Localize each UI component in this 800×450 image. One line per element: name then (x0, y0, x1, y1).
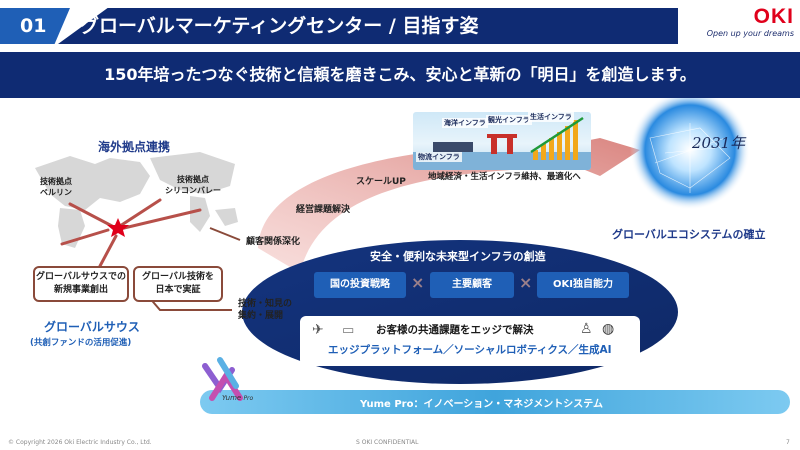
berlin-label-line1: 技術拠点 (40, 177, 72, 186)
yume-logo-sub: Pro (243, 395, 254, 402)
label-knowledge-line2: 集約・展開 (238, 311, 284, 321)
world-map (35, 152, 238, 248)
yume-logo-text: Yume Pro (222, 394, 253, 402)
globe-network (649, 123, 731, 193)
slide-title: グローバルマーケティングセンター / 目指す姿 (80, 15, 479, 37)
infra-tourism: 観光インフラ (486, 115, 532, 125)
oki-logo: OKI Open up your dreams (698, 6, 794, 44)
edge-platform-line: エッジプラットフォーム／ソーシャルロボティクス／生成AI (328, 344, 612, 356)
section-number: 01 (0, 8, 70, 44)
page-number: 7 (786, 439, 790, 446)
pill-key-customers: 主要顧客 (430, 272, 514, 298)
label-knowledge-line1: 技術・知見の (238, 299, 293, 309)
yume-logo-word: Yume (222, 394, 242, 402)
yume-logo-graphic (202, 357, 243, 401)
edge-solution-text: お客様の共通課題をエッジで解決 (376, 324, 534, 336)
connector-customer (209, 227, 241, 241)
box2-line2: 日本で実証 (155, 285, 201, 295)
global-south-subtitle: (共創ファンドの活用促進) (30, 338, 132, 348)
sv-label-line2: シリコンバレー (165, 186, 221, 195)
label-scaleup: スケールUP (356, 177, 406, 187)
infra-caption: 地域経済・生活インフラ維持、最適化へ (428, 172, 581, 182)
core-title: 安全・便利な未来型インフラの創造 (370, 250, 546, 263)
box1-line1: グローバルサウスでの (36, 272, 126, 282)
slogan-band: 150年培ったつなぐ技術と信頼を磨きこみ、安心と革新の「明日」を創造します。 (0, 52, 800, 98)
vision-diagram: 海外拠点連携 技術拠点 ベルリン 技術拠点 シリコンバレー グローバルサウスでの… (0, 98, 800, 435)
slide-header: 01 グローバルマーケティングセンター / 目指す姿 OKI Open up y… (0, 0, 800, 48)
box2-line1: グローバル技術を (142, 272, 214, 282)
yume-bar-text: Yume Pro：イノベーション・マネジメントシステム (360, 399, 603, 410)
times-symbol-1: × (411, 273, 425, 292)
target-year: 2031年 (692, 134, 746, 152)
infra-sea: 海洋インフラ (442, 118, 488, 128)
times-symbol-2: × (519, 273, 533, 292)
overseas-title: 海外拠点連携 (98, 140, 171, 154)
box1-line2: 新規事業創出 (53, 285, 108, 295)
copyright: © Copyright 2026 Oki Electric Industry C… (8, 439, 152, 446)
drone-icon: ✈ (312, 322, 324, 338)
berlin-label: 技術拠点 ベルリン (40, 176, 72, 198)
ecosystem-label: グローバルエコシステムの確立 (612, 228, 766, 241)
box-global-south-business: グローバルサウスでの 新規事業創出 (33, 266, 129, 302)
infra-life: 生活インフラ (528, 112, 574, 122)
map-arrows (60, 198, 202, 268)
confidential-mark: S OKI CONFIDENTIAL (356, 439, 419, 446)
edge-panel (300, 316, 640, 366)
robot-icon: ♙ (580, 321, 593, 337)
slide-footer: © Copyright 2026 Oki Electric Industry C… (0, 436, 800, 450)
label-customer-relationship: 顧客関係深化 (246, 237, 301, 247)
sv-label-line1: 技術拠点 (177, 175, 209, 184)
box-global-tech-japan: グローバル技術を 日本で実証 (133, 266, 223, 302)
pill-oki-capability: OKI独自能力 (537, 272, 629, 298)
edge-device-icon: ▭ (342, 323, 355, 338)
growth-arrow (258, 138, 640, 273)
yume-bar (200, 390, 790, 414)
pill-national-strategy: 国の投資戦略 (314, 272, 406, 298)
label-knowledge: 技術・知見の 集約・展開 (238, 298, 292, 322)
header-title-bar (58, 8, 678, 44)
oki-logo-tagline: Open up your dreams (706, 29, 794, 38)
label-management-issues: 経営課題解決 (296, 205, 351, 215)
infra-logistics: 物流インフラ (416, 152, 462, 162)
berlin-label-line2: ベルリン (40, 188, 72, 197)
japan-star (107, 218, 129, 237)
global-south-title: グローバルサウス (44, 320, 140, 334)
oki-logo-text: OKI (753, 5, 794, 28)
ai-head-icon: ◍ (602, 321, 615, 337)
siliconvalley-label: 技術拠点 シリコンバレー (165, 174, 221, 196)
